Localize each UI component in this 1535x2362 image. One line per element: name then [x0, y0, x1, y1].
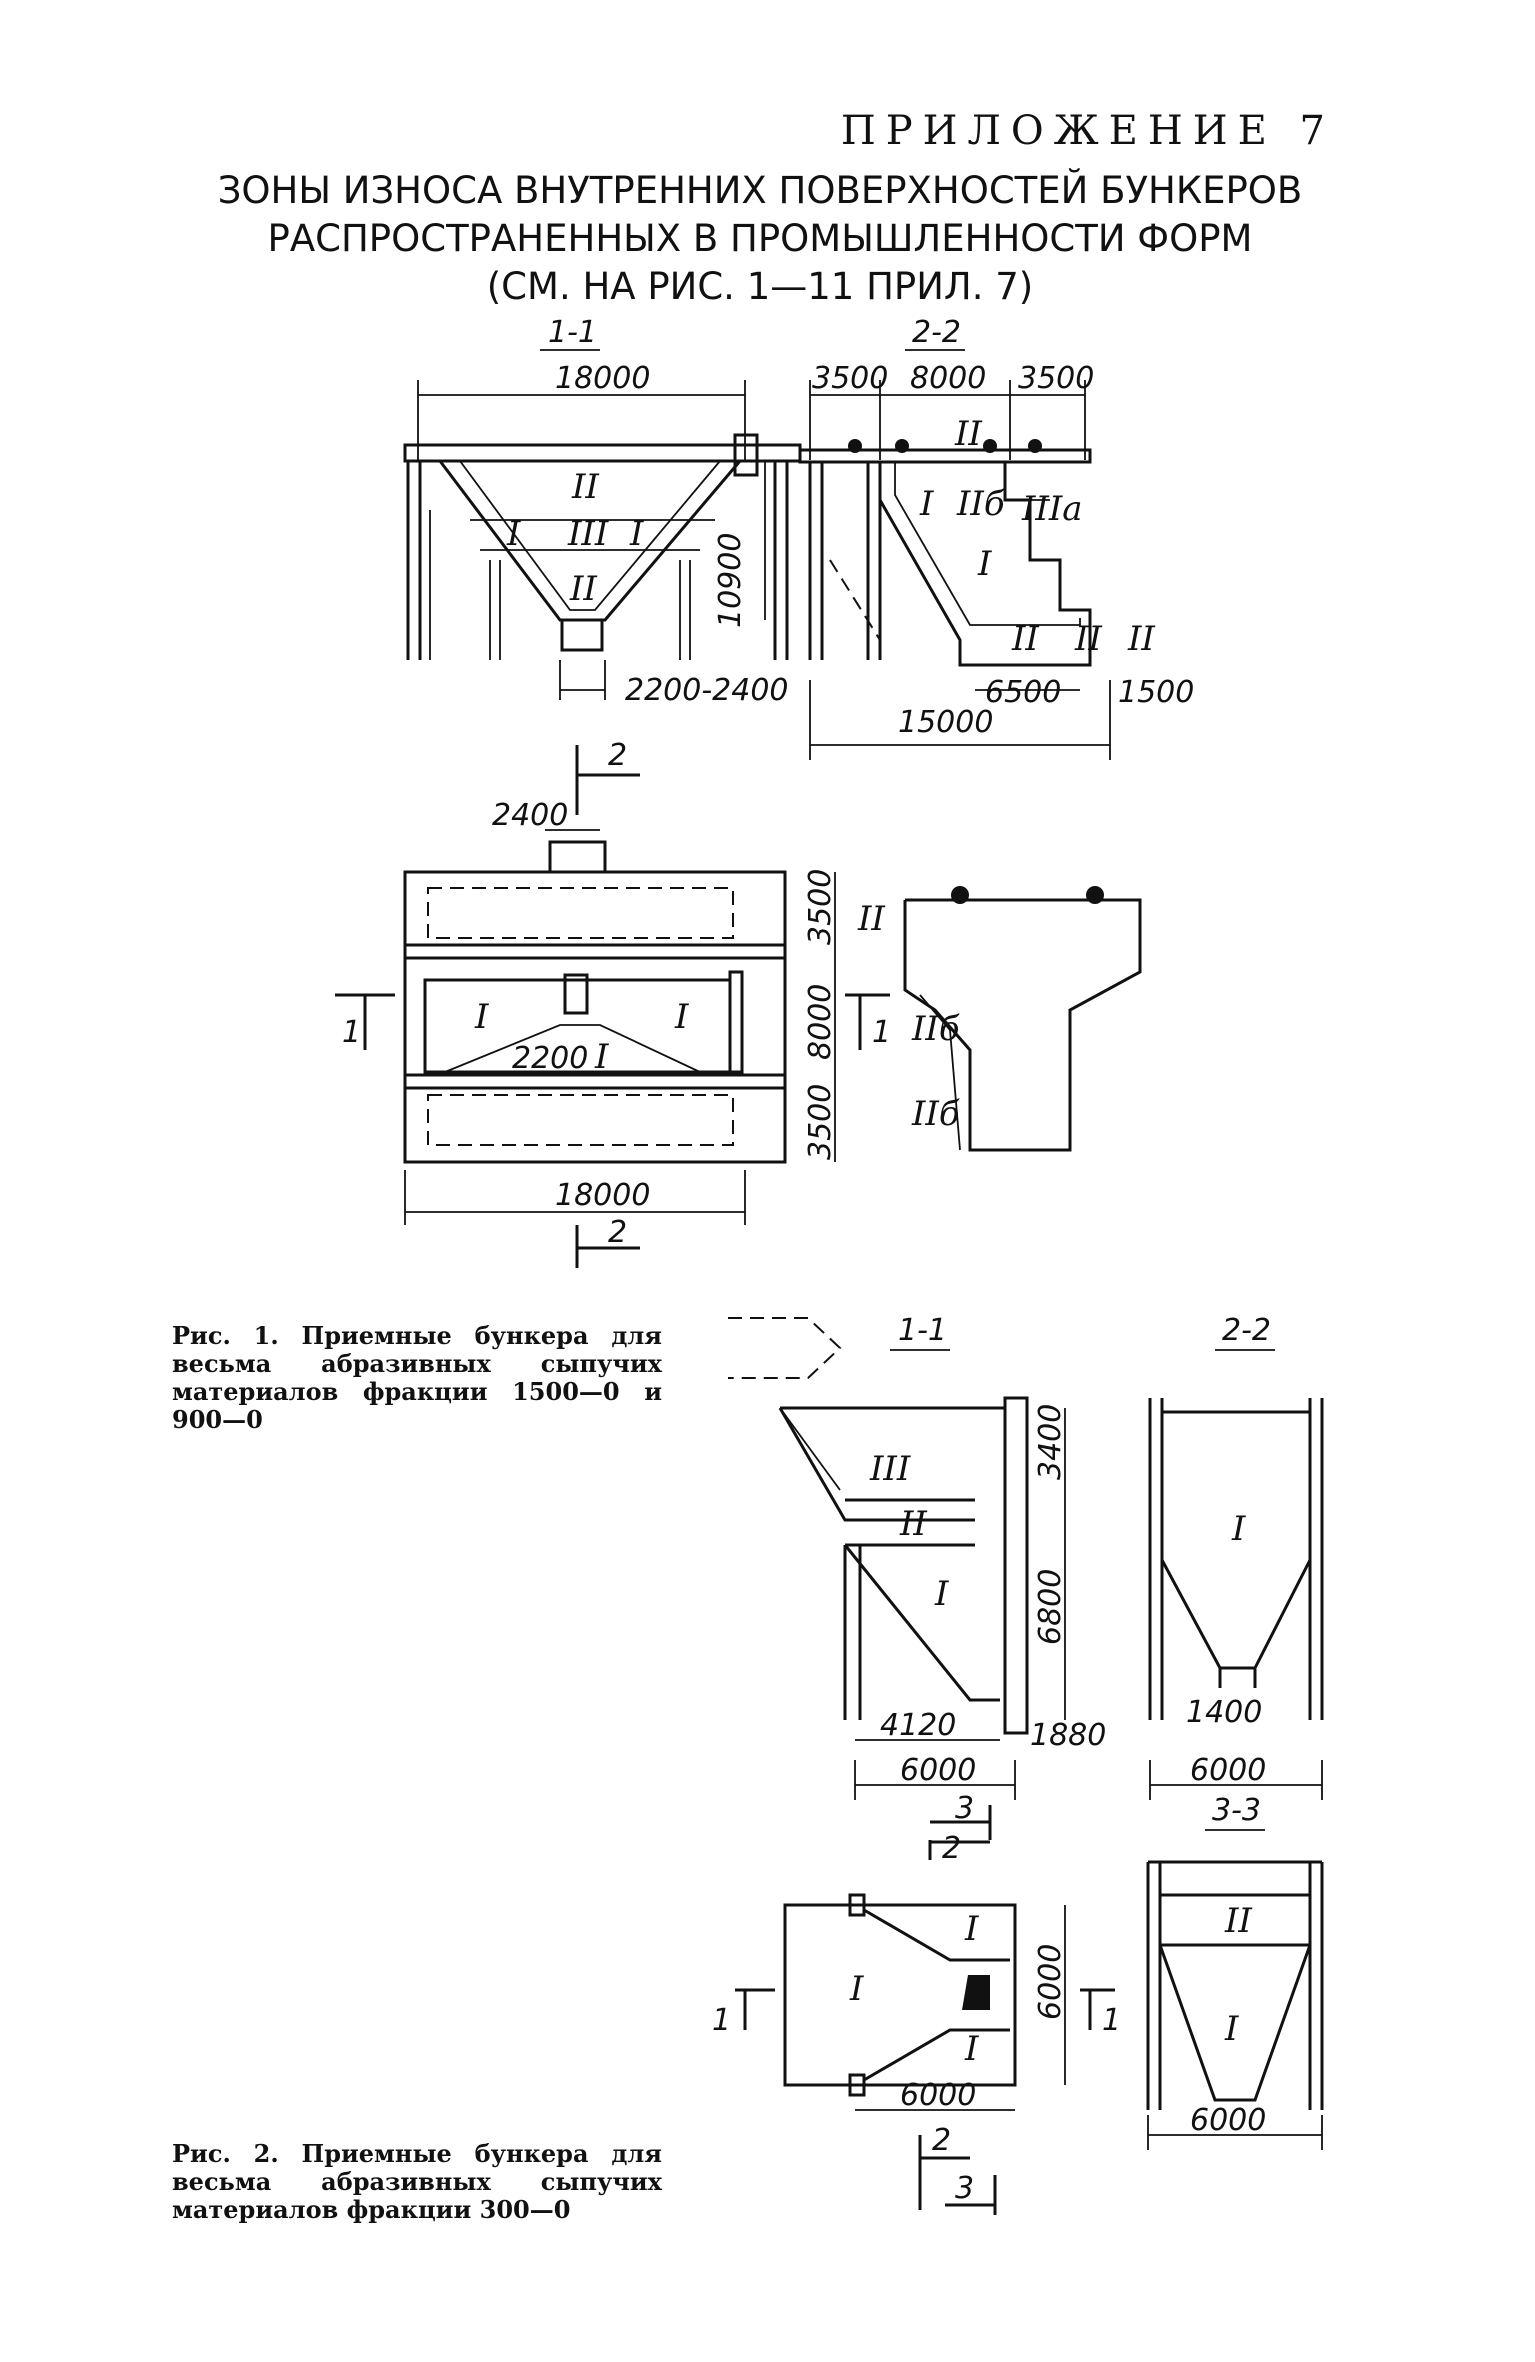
- fig2-cut-2-bottom: 2: [932, 2123, 951, 2158]
- fig1-detail-zone-II: II: [857, 899, 885, 939]
- fig1-cut-2-top: 2: [608, 738, 627, 773]
- fig2-cut-1-left: 1: [712, 2003, 731, 2038]
- fig1-plan: 2 2400 I I I 2200 1 1 3500 8000 3500: [335, 738, 891, 1268]
- title-line-2: РАСПРОСТРАНЕННЫХ В ПРОМЫШЛЕННОСТИ ФОРМ: [267, 217, 1253, 260]
- fig1-plan-dim-8000: 8000: [803, 984, 838, 1060]
- fig1-detail-zone-IIb-2: IIб: [911, 1094, 960, 1134]
- fig2-dim-6000-b: 6000: [1190, 1753, 1266, 1788]
- fig2-plan-zone-I-left: I: [849, 1969, 864, 2009]
- fig1-22-zone-IIIa: IIIа: [1021, 489, 1083, 529]
- fig1-plan-zone-I-right: I: [674, 997, 689, 1037]
- fig2-33-zone-II: II: [1224, 1901, 1252, 1941]
- fig2-plan: 2 I I I 1 1 6000 6000 2 3: [712, 1831, 1121, 2215]
- fig2-plan-zone-I-bottom: I: [964, 2029, 979, 2069]
- fig2-cut-3-bottom: 3: [955, 2171, 974, 2206]
- fig1-dim-10900: 10900: [713, 533, 748, 628]
- fig1-section-2-2-label: 2-2: [912, 315, 961, 350]
- fig1-detail-zone-IIb-1: IIб: [911, 1009, 960, 1049]
- fig1-section-2-2: 2-2 3500 8000 3500 6500 1500 15000: [798, 315, 1194, 760]
- title-line-1: ЗОНЫ ИЗНОСА ВНУТРЕННИХ ПОВЕРХНОСТЕЙ БУНК…: [217, 169, 1303, 212]
- fig2-22-zone-I: I: [1231, 1509, 1246, 1549]
- fig1-section-1-1-label: 1-1: [548, 315, 597, 350]
- fig2-section-1-1-label: 1-1: [898, 1313, 947, 1348]
- fig2-section-2-2-label: 2-2: [1222, 1313, 1271, 1348]
- fig1-plan-dim-2200: 2200: [512, 1041, 588, 1076]
- fig1-section-1-1: 1-1 18000 10900 2200-2400 II: [403, 315, 802, 708]
- fig2-section-2-2: 2-2 I 1400 6000: [1148, 1313, 1324, 1800]
- fig2-dim-6800: 6800: [1033, 1569, 1068, 1645]
- fig2-33-zone-I: I: [1224, 2009, 1239, 2049]
- fig1-22-zone-II-inner: II: [1074, 619, 1102, 659]
- fig1-22-zone-I-body: I: [977, 544, 992, 584]
- fig2-cut-2-top: 2: [942, 1831, 961, 1866]
- fig1-dim-3500-right: 3500: [1018, 361, 1094, 396]
- fig2-cut-1-right: 1: [1102, 2003, 1121, 2038]
- fig2-cut-3-top: 3: [955, 1791, 974, 1826]
- fig1-dim-2200-2400: 2200-2400: [625, 673, 789, 708]
- fig1-plan-zone-I-center: I: [594, 1037, 609, 1077]
- fig1-dim-8000: 8000: [910, 361, 986, 396]
- fig1-dim-18000: 18000: [555, 361, 650, 396]
- fig1-cut-2-bottom: 2: [608, 1215, 627, 1250]
- fig1-plan-dim-3500-top: 3500: [803, 869, 838, 945]
- fig1-zone-I-right: I: [629, 514, 644, 554]
- fig1-dim-15000: 15000: [898, 705, 993, 740]
- fig1-zone-III: III: [567, 514, 609, 554]
- fig1-plan-dim-18000: 18000: [555, 1178, 650, 1213]
- fig1-zone-II-bottom: II: [569, 569, 597, 609]
- fig1-22-zone-I: I: [919, 484, 934, 524]
- fig2-zone-III: III: [869, 1449, 911, 1489]
- fig1-dim-3500-left: 3500: [812, 361, 888, 396]
- fig2-dim-1400: 1400: [1186, 1695, 1262, 1730]
- fig1-zone-II-top: II: [571, 467, 599, 507]
- fig2-plan-dim-6000-h: 6000: [900, 2078, 976, 2113]
- appendix-label: ПРИЛОЖЕНИЕ 7: [840, 108, 1335, 154]
- fig1-22-zone-IIb: IIб: [956, 484, 1005, 524]
- fig2-plan-dim-6000-v: 6000: [1033, 1944, 1068, 2020]
- fig2-section-1-1: 1-1 3400 6800 III II I 4120 1880 6000 3: [728, 1313, 1106, 1840]
- fig1-dim-2400: 2400: [492, 798, 568, 833]
- fig1-22-zone-II-right: II: [1127, 619, 1155, 659]
- figure2-caption: Рис. 2. Приемные бункера для весьма абра…: [172, 2139, 662, 2224]
- fig1-plan-dim-3500-bottom: 3500: [803, 1084, 838, 1160]
- fig1-dim-1500: 1500: [1118, 675, 1194, 710]
- fig1-22-zone-II-top: II: [954, 414, 982, 454]
- fig2-dim-4120: 4120: [880, 1708, 956, 1743]
- fig1-cut-1-left: 1: [342, 1015, 361, 1050]
- fig2-dim-6000-a: 6000: [900, 1753, 976, 1788]
- fig1-cut-1-right: 1: [872, 1015, 891, 1050]
- fig2-dim-3400: 3400: [1033, 1404, 1068, 1480]
- fig2-plan-zone-I-top: I: [964, 1909, 979, 1949]
- title-line-3: (СМ. НА РИС. 1—11 ПРИЛ. 7): [486, 265, 1034, 308]
- fig1-zone-I-left: I: [506, 514, 521, 554]
- fig2-zone-II: II: [899, 1504, 927, 1544]
- fig2-dim-1880: 1880: [1030, 1718, 1106, 1753]
- fig2-dim-6000-e: 6000: [1190, 2103, 1266, 2138]
- fig2-section-3-3-label: 3-3: [1212, 1793, 1261, 1828]
- fig1-dim-6500: 6500: [985, 675, 1061, 710]
- fig1-detail: II IIб IIб: [857, 886, 1142, 1152]
- fig1-plan-zone-I-left: I: [474, 997, 489, 1037]
- figure1-caption: Рис. 1. Приемные бункера для весьма абра…: [172, 1321, 662, 1434]
- fig1-22-zone-II-bottom: II: [1011, 619, 1039, 659]
- fig2-zone-I: I: [934, 1574, 949, 1614]
- fig2-section-3-3: 3-3 II I 6000: [1146, 1793, 1324, 2150]
